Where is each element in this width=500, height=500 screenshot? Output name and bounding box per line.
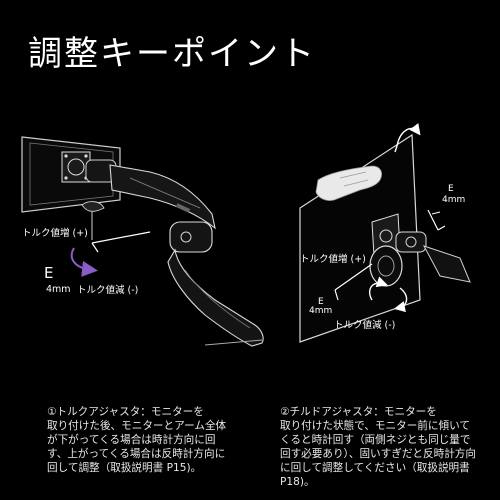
description-line: が下がってくる場合は時計方向に回 [47,434,216,446]
tilt-adjuster-description: ②チルドアジャスタ：モニターを 取り付けた状態で、モニター前に傾いて くると時計… [280,405,485,489]
description-line: ①トルクアジャスタ：モニターを [47,406,204,418]
description-line: 取り付けた状態で、モニター前に傾いて [280,420,470,432]
description-line: 回す必要あり）、固いすぎだと反時計方向 [280,448,476,460]
description-line: ②チルドアジャスタ：モニターを [280,406,437,418]
right-tilt-joint [395,231,471,283]
left-hex-key [81,201,151,253]
right-monitor-panel [299,133,421,343]
left-lower-arm [167,248,264,347]
right-hex-key-top [427,209,446,231]
left-e-size: 4mm [46,284,71,295]
right-torque-down-label: トルク値減 (-) [334,319,395,331]
hand-icon [315,165,382,201]
description-line: 回して調整（取扱説明書 P15)。 [47,462,202,474]
page-title: 調整キーポイント [28,34,316,74]
left-torque-up-label: トルク値増 (+) [22,227,88,239]
right-top-tilt-arrow [396,123,421,147]
description-line: P18)。 [280,476,315,488]
right-rotation-arrow-right [393,287,408,313]
right-e-size-bottom: 4mm [309,306,332,316]
left-torque-down-label: トルク値減 (-) [77,284,138,296]
left-elbow-joint [169,221,213,253]
left-upper-arm [109,164,216,230]
right-e-letter-top: E [448,184,454,194]
right-rotation-arrow-bottom [368,276,388,301]
left-e-letter: E [44,264,53,282]
left-rotation-arrow [70,247,98,277]
right-hex-key-bottom [334,263,373,301]
description-line: に回して調整してください（取扱説明書 [280,462,470,474]
right-e-size-top: 4mm [442,195,465,205]
right-tilt-screw [369,245,403,287]
right-vesa-plate [371,213,401,257]
description-line: くると時計回す（両側ネジとも同じ量で [280,434,471,446]
right-monitor-illustration [299,123,471,343]
right-e-letter-bottom: E [318,297,324,307]
description-line: 取り付けた後、モニターとアーム全体 [47,420,227,432]
description-line: す、上がってくる場合は反時計方向に [47,448,226,460]
torque-adjuster-description: ①トルクアジャスタ：モニターを 取り付けた後、モニターとアーム全体 が下がってく… [47,405,252,475]
left-monitor-arm-illustration [21,136,264,347]
right-torque-up-label: トルク値増 (+) [300,253,366,265]
